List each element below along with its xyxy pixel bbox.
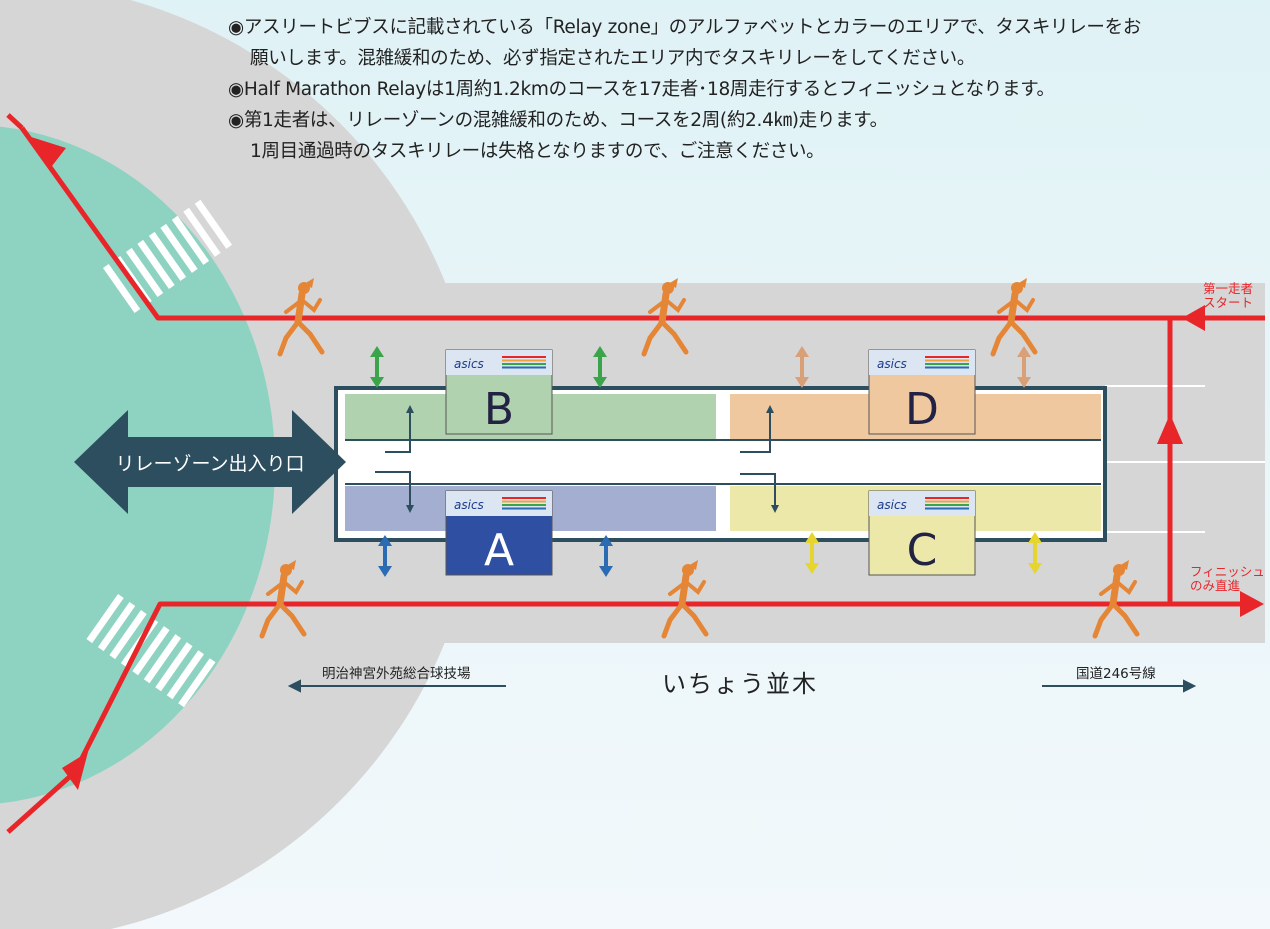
note-line-5: 1周目通過時のタスキリレーは失格となりますので、ご注意ください。 xyxy=(250,141,825,162)
sponsor-logo: asics xyxy=(877,498,907,512)
first-runner-start-label: 第一走者 スタート xyxy=(1203,282,1253,310)
zone-letter-c: C xyxy=(907,525,938,576)
note-line-3: ◉Half Marathon Relayは1周約1.2kmのコースを17走者･1… xyxy=(228,79,1055,100)
zone-letter-a: A xyxy=(484,525,514,576)
sponsor-logo: asics xyxy=(454,498,484,512)
zone-c-access-arrow xyxy=(805,532,819,574)
zone-b-access-arrow xyxy=(593,346,607,388)
note-line-1: ◉アスリートビブスに記載されている「Relay zone」のアルファベットとカラ… xyxy=(228,17,1142,38)
zone-d-access-arrow xyxy=(795,346,809,388)
runner-figure xyxy=(661,560,709,639)
note-line-4: ◉第1走者は、リレーゾーンの混雑緩和のため、コースを2周(約2.4㎞)走ります。 xyxy=(228,110,888,131)
runner-figure xyxy=(990,278,1038,357)
note-line-2: 願いします。混雑緩和のため、必ず指定されたエリア内でタスキリレーをしてください。 xyxy=(250,48,976,69)
finish-straight-label: フィニッシュ のみ直進 xyxy=(1190,565,1265,593)
lane-entry-arrows xyxy=(375,410,776,508)
zone-a-access-arrow xyxy=(378,535,392,577)
relay-zone-entrance-arrow xyxy=(74,410,346,514)
instructions: ◉アスリートビブスに記載されている「Relay zone」のアルファベットとカラ… xyxy=(228,12,1268,167)
runner-figure xyxy=(641,278,689,357)
sponsor-logo: asics xyxy=(454,357,484,371)
zone-letter-d: D xyxy=(905,384,939,435)
zone-letter-b: B xyxy=(484,384,514,435)
zone-b-access-arrow xyxy=(370,346,384,388)
runner-figure xyxy=(277,278,325,357)
entrance-label: リレーゾーン出入り口 xyxy=(115,453,304,475)
road-label-right: 国道246号線 xyxy=(1076,666,1156,682)
runner-figure xyxy=(1092,560,1140,639)
zone-c-access-arrow xyxy=(1028,532,1042,574)
sponsor-logo: asics xyxy=(877,357,907,371)
first-runner-start-line-1: 第一走者 xyxy=(1203,281,1254,296)
zone-a-access-arrow xyxy=(599,535,613,577)
zone-d-access-arrow xyxy=(1017,346,1031,388)
runner-figure xyxy=(259,560,307,639)
finish-straight-line-1: フィニッシュ xyxy=(1190,564,1265,579)
route-arrowheads xyxy=(28,136,1264,790)
street-name: いちょう並木 xyxy=(662,670,818,698)
finish-straight-line-2: のみ直進 xyxy=(1190,578,1241,593)
road-label-left: 明治神宮外苑総合球技場 xyxy=(322,666,471,682)
first-runner-start-line-2: スタート xyxy=(1203,295,1254,310)
road-direction-arrows xyxy=(287,679,1197,693)
